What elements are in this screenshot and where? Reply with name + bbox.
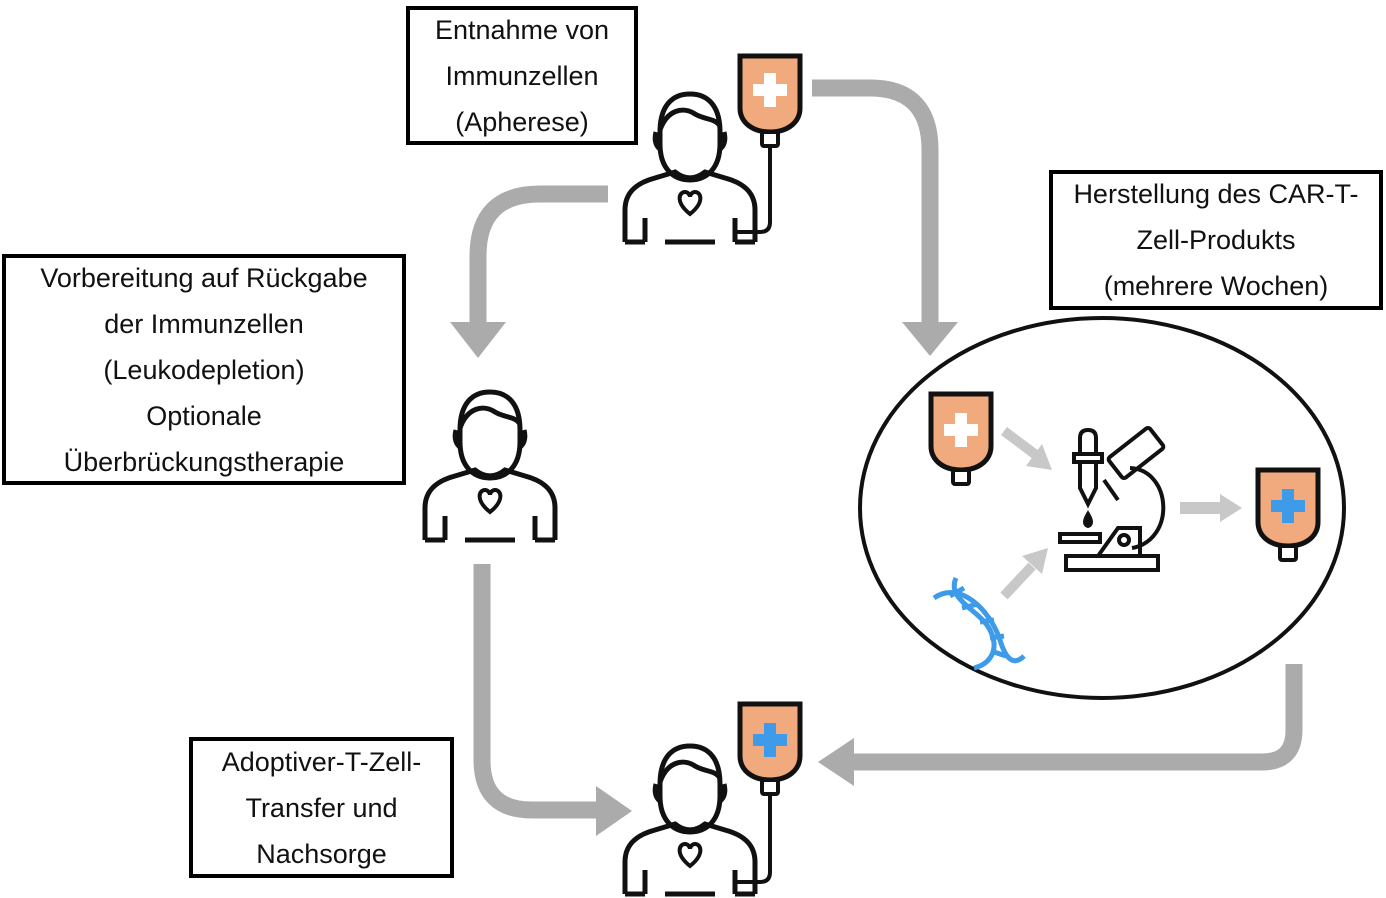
step-label-line: der Immunzellen	[104, 308, 304, 339]
step-label-line: Vorbereitung auf Rückgabe	[40, 262, 368, 293]
step-label-line: Transfer und	[245, 792, 398, 823]
infusion-bag-icon	[740, 56, 800, 146]
arrow-lab-to-product	[1180, 494, 1242, 522]
patient-icon	[625, 94, 755, 242]
arrow-apherese-to-herstellung	[812, 79, 958, 356]
arrow-apherese-to-vorbereitung	[450, 185, 608, 358]
microscope-icon	[1058, 425, 1166, 572]
step-label-line: Nachsorge	[256, 838, 387, 869]
step-label-line: (Apherese)	[455, 106, 589, 137]
infusion-bag-icon	[740, 704, 800, 794]
step-label-line: (mehrere Wochen)	[1103, 271, 1329, 301]
step-label-line: Immunzellen	[445, 60, 599, 91]
arrow-bag-to-lab	[1001, 427, 1052, 470]
step-label-herstellung: Herstellung des CAR-T- Zell-Produkts (me…	[1049, 170, 1383, 310]
arrow-dna-to-lab	[1000, 548, 1048, 600]
step-label-line: Optionale	[146, 400, 262, 431]
step-label-line: Adoptiver-T-Zell-	[221, 746, 422, 777]
step-label-line: Herstellung des CAR-T-	[1073, 179, 1359, 209]
patient-icon	[425, 392, 555, 540]
infusion-tube	[736, 792, 772, 884]
infusion-tube	[736, 146, 772, 234]
step-label-vorbereitung: Vorbereitung auf Rückgabe der Immunzelle…	[2, 254, 406, 485]
step-label-line: (Leukodepletion)	[103, 354, 305, 385]
pipette-icon	[1072, 427, 1104, 529]
step-label-line: Entnahme von	[434, 14, 610, 45]
dna-icon	[932, 576, 1026, 671]
step-label-transfer: Adoptiver-T-Zell- Transfer und Nachsorge	[189, 737, 454, 878]
step-label-line: Zell-Produkts	[1136, 225, 1296, 255]
step-label-line: Überbrückungstherapie	[63, 446, 345, 477]
step-label-apherese: Entnahme von Immunzellen (Apherese)	[406, 6, 638, 145]
arrow-herstellung-to-transfer	[818, 664, 1303, 786]
arrow-vorbereitung-to-transfer	[473, 564, 632, 836]
patient-icon	[625, 746, 755, 894]
